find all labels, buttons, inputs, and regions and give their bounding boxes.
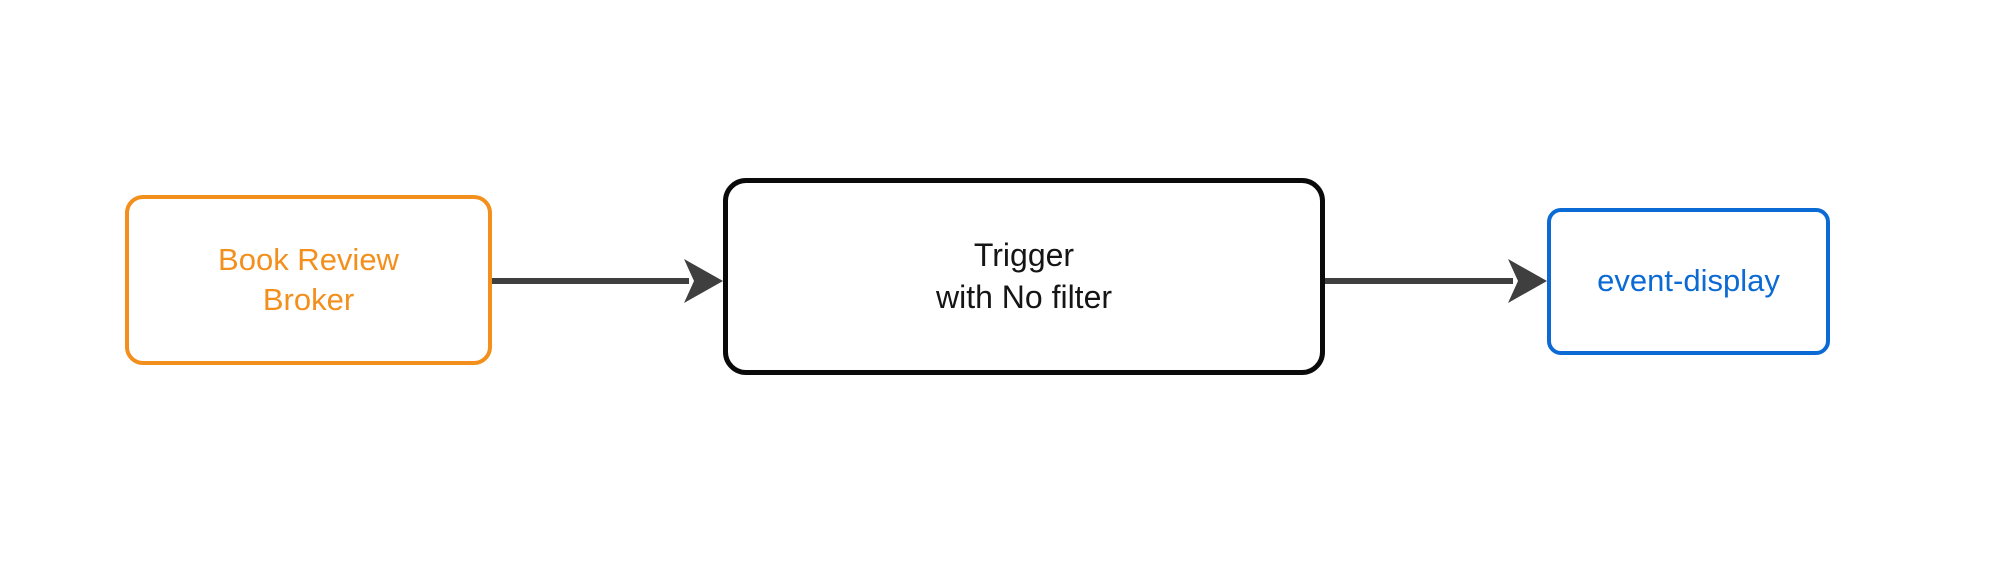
node-trigger-line-1: Trigger xyxy=(973,236,1075,273)
node-book-review-broker-line-1: Book Review xyxy=(218,241,399,277)
node-trigger-with-no-filter[interactable]: Trigger with No filter xyxy=(723,178,1325,375)
node-event-display-label: event-display xyxy=(1597,263,1780,299)
node-event-display[interactable]: event-display xyxy=(1547,208,1830,355)
node-trigger-line-2: with No filter xyxy=(935,278,1113,315)
arrowhead-icon xyxy=(1508,259,1547,303)
node-book-review-broker[interactable]: Book Review Broker xyxy=(125,195,492,365)
edge-trigger-to-sink xyxy=(1325,259,1547,303)
arrowhead-icon xyxy=(684,259,723,303)
node-book-review-broker-line-2: Broker xyxy=(262,282,355,317)
edge-broker-to-trigger xyxy=(492,259,723,303)
